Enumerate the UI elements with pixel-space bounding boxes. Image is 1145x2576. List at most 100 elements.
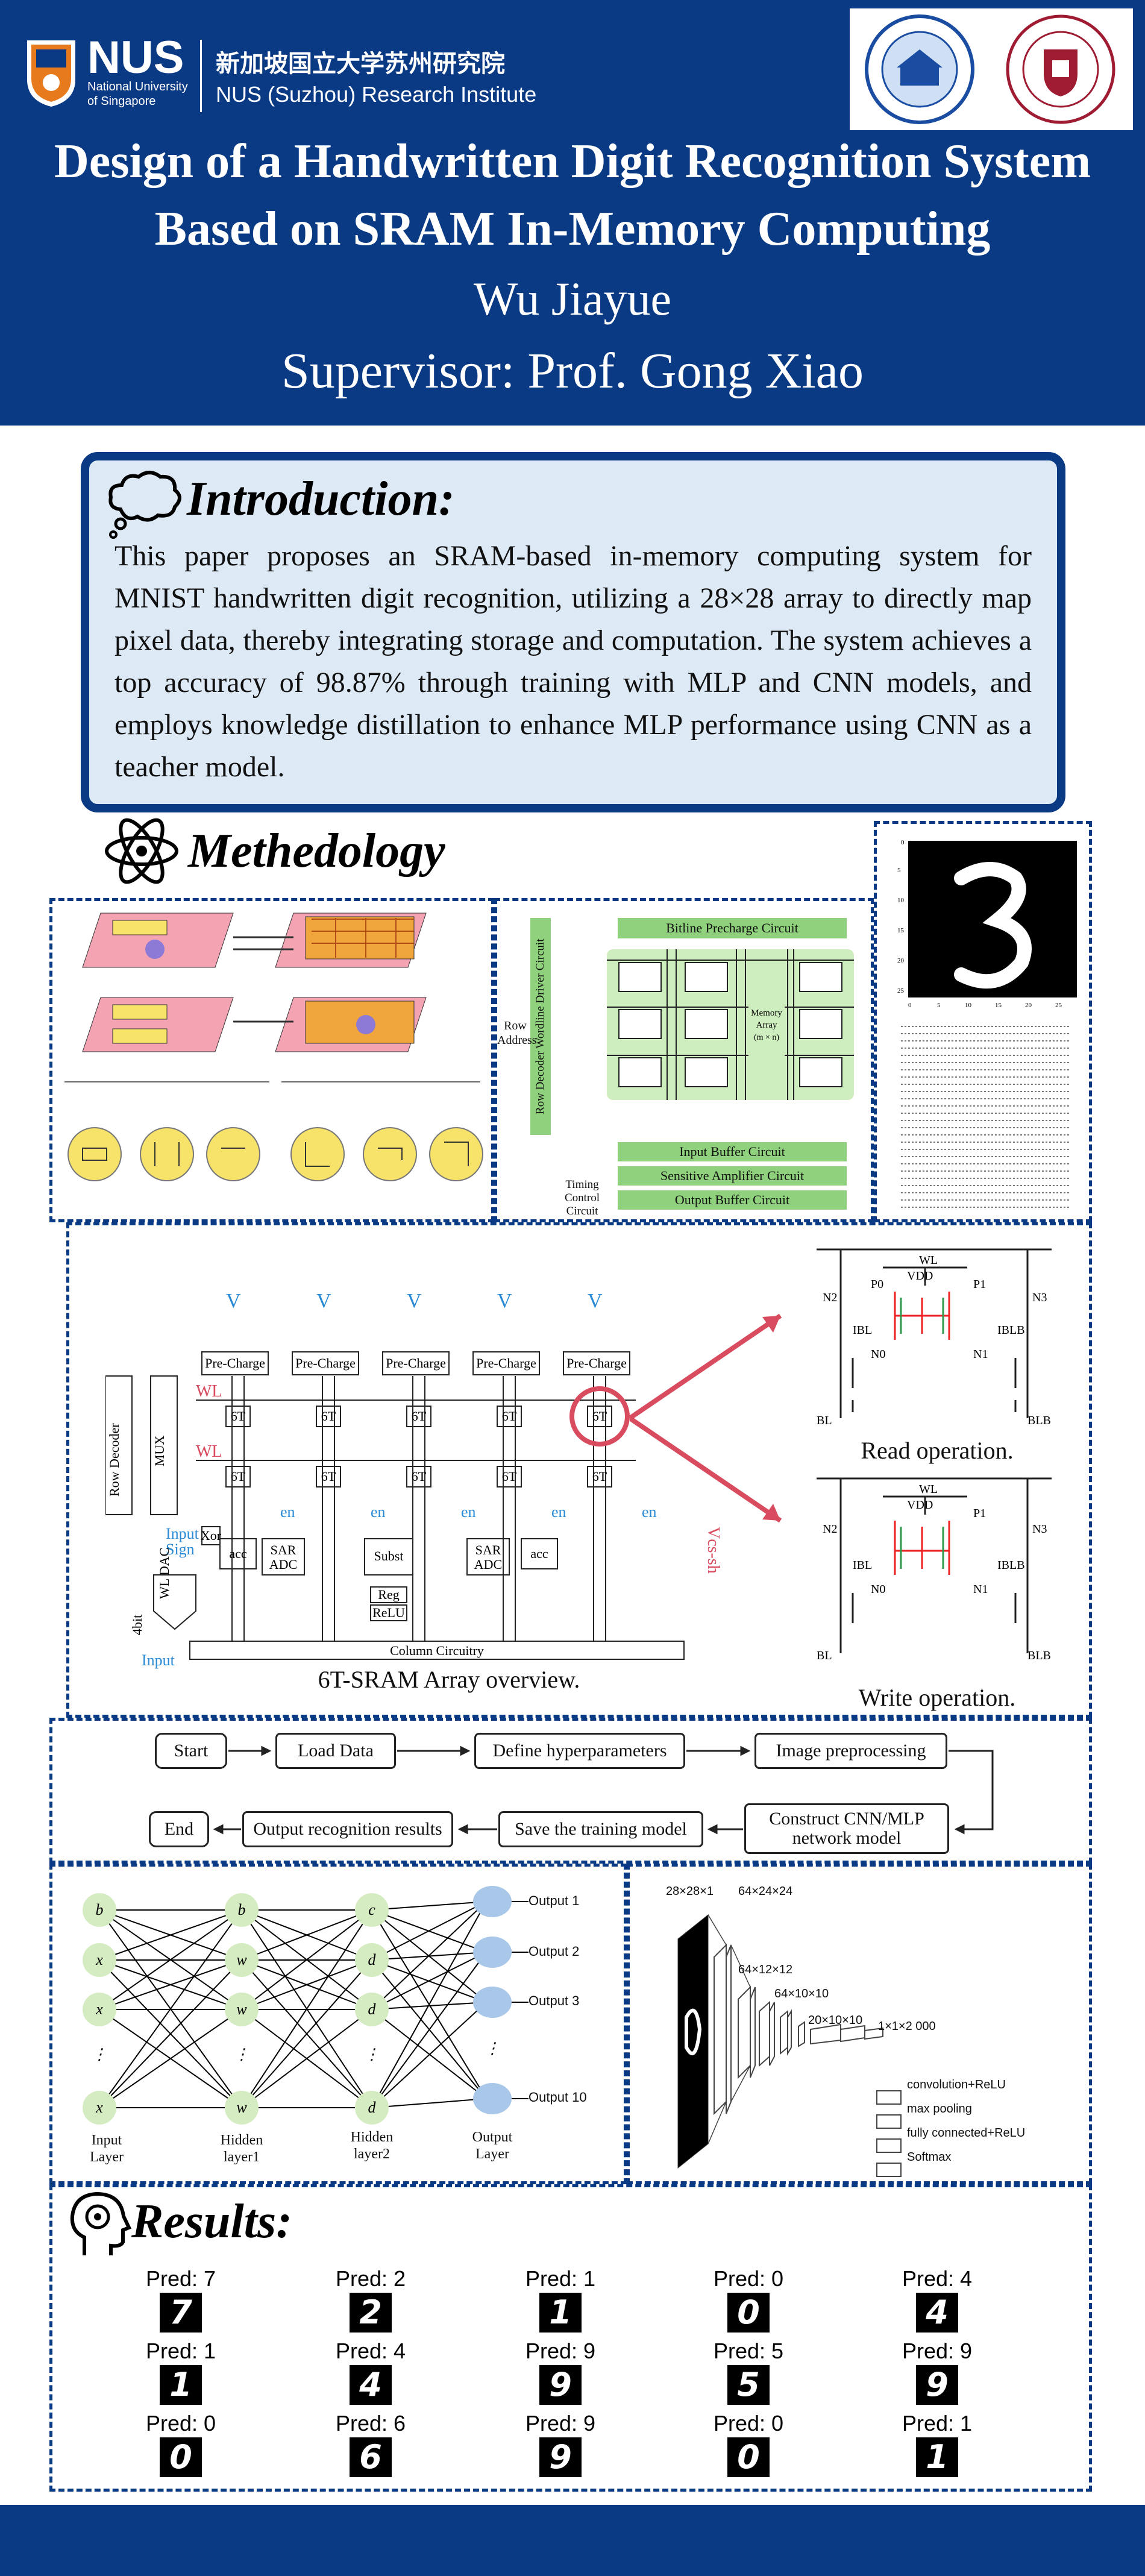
svg-text:20: 20 (1025, 1002, 1032, 1009)
svg-text:Row Decoder: Row Decoder (107, 1423, 122, 1497)
mnist-digit-image: 6 (350, 2437, 392, 2477)
svg-text:P1: P1 (973, 1507, 986, 1520)
svg-text:WL DAC: WL DAC (157, 1548, 172, 1599)
svg-text:SAR: SAR (271, 1542, 296, 1557)
mnist-digit-image: 9 (539, 2365, 582, 2405)
footer-banner (0, 2505, 1145, 2576)
flow-image-preprocessing: Image preprocessing (754, 1733, 947, 1769)
head-gear-icon (70, 2191, 132, 2255)
pixel-binary-matrix (901, 1026, 1070, 1208)
svg-text:⋮: ⋮ (234, 2046, 249, 2063)
svg-text:Array: Array (756, 1020, 777, 1030)
svg-text:10: 10 (897, 897, 905, 904)
memory-array-label: Memory (751, 1008, 782, 1018)
panel-results (49, 2184, 1092, 2492)
svg-text:N0: N0 (871, 1348, 885, 1361)
cnn-dim-pool1: 64×12×12 (738, 1963, 793, 1976)
svg-text:en: en (280, 1503, 295, 1521)
svg-text:IBLB: IBLB (997, 1324, 1025, 1337)
svg-text:BLB: BLB (1027, 1414, 1051, 1427)
row-address-label: Row Address (497, 1019, 537, 1047)
svg-text:w: w (236, 2000, 247, 2018)
svg-text:WL: WL (196, 1442, 222, 1461)
prediction-label: Pred: 9 (902, 2339, 973, 2363)
svg-text:BL: BL (817, 1649, 832, 1662)
svg-text:5: 5 (897, 867, 901, 874)
svg-text:N3: N3 (1032, 1291, 1047, 1304)
row-decoder-block (530, 918, 551, 1135)
svg-text:en: en (461, 1503, 476, 1521)
svg-text:b: b (238, 1901, 246, 1918)
svg-text:Pre-Charge: Pre-Charge (205, 1356, 265, 1371)
prediction-label: Pred: 0 (713, 2411, 784, 2436)
mnist-digit-image: 4 (350, 2365, 392, 2405)
mlp-input-layer-label: Input Layer (90, 2132, 124, 2165)
mnist-digit-image: 1 (539, 2293, 582, 2333)
svg-text:b: b (96, 1901, 104, 1918)
svg-text:P1: P1 (973, 1278, 986, 1291)
svg-text:x: x (95, 2099, 103, 2116)
panel-training-flowchart: Start Load Data Define hyperparameters I… (49, 1718, 1092, 1864)
svg-text:acc: acc (530, 1546, 548, 1561)
introduction-body: This paper proposes an SRAM-based in-mem… (114, 540, 1032, 783)
svg-text:5: 5 (937, 1002, 941, 1009)
svg-text:V: V (226, 1290, 241, 1312)
prediction-label: Pred: 0 (713, 2266, 784, 2291)
svg-text:20: 20 (897, 957, 905, 964)
svg-text:6T: 6T (231, 1409, 246, 1424)
svg-text:(m × n): (m × n) (754, 1033, 779, 1042)
svg-text:N2: N2 (823, 1522, 837, 1536)
cnn-dim-input: 28×28×1 (666, 1885, 714, 1898)
svg-text:Pre-Charge: Pre-Charge (476, 1356, 536, 1371)
cnn-diagram (677, 1914, 902, 2177)
flow-save-model: Save the training model (498, 1811, 703, 1847)
flow-arrows (213, 1745, 994, 1835)
institute-en: NUS (Suzhou) Research Institute (216, 82, 537, 107)
svg-text:4bit: 4bit (130, 1615, 145, 1635)
header-banner: NUS National University of Singapore 新加坡… (0, 0, 1145, 426)
svg-text:N3: N3 (1032, 1522, 1047, 1536)
svg-text:IBL: IBL (853, 1559, 872, 1572)
svg-text:25: 25 (897, 987, 905, 994)
institute-cn: 新加坡国立大学苏州研究院 (216, 50, 505, 78)
prediction-label: Pred: 5 (713, 2339, 784, 2363)
memory-array-block: Memory Array (m × n) (607, 949, 854, 1100)
svg-text:SAR: SAR (475, 1542, 501, 1557)
svg-text:V: V (316, 1290, 331, 1312)
cnn-legend-fc: fully connected+ReLU (907, 2126, 1026, 2140)
prediction-label: Pred: 4 (335, 2339, 406, 2363)
svg-text:Xor: Xor (201, 1528, 222, 1543)
poster-title-line2: Based on SRAM In-Memory Computing (154, 203, 991, 256)
mnist-digit-image: 0 (727, 2437, 770, 2477)
nus-sub1: National University (87, 80, 188, 93)
svg-text:V: V (588, 1290, 603, 1312)
svg-text:acc: acc (229, 1546, 247, 1561)
timing-control-label: Timing Control Circuit (564, 1178, 600, 1217)
panel-cnn-architecture: 28×28×1 64×24×24 64×12×12 64×10×10 20×10… (627, 1864, 1092, 2184)
write-operation-caption: Write operation. (858, 1684, 1016, 1711)
svg-text:15: 15 (897, 927, 905, 934)
output-buffer-block: Output Buffer Circuit (618, 1190, 847, 1210)
cnn-legend-pool: max pooling (907, 2102, 972, 2116)
svg-text:MUX: MUX (152, 1436, 167, 1466)
supervisor-name: Supervisor: Prof. Gong Xiao (281, 343, 864, 399)
mlp-output-10: Output 10 (529, 2090, 587, 2105)
mnist-digit-image: 4 (916, 2293, 958, 2333)
methodology-heading: Methedology (188, 825, 445, 878)
svg-text:⋮: ⋮ (92, 2046, 107, 2063)
svg-text:P0: P0 (871, 1278, 883, 1291)
poster-title-line1: Design of a Handwritten Digit Recognitio… (54, 135, 1091, 188)
nus-wordmark: NUS (87, 32, 184, 83)
mlp-output-2: Output 2 (529, 1944, 580, 1959)
mnist-digit-image: 1 (916, 2437, 958, 2477)
mnist-digit-image: 1 (160, 2365, 202, 2405)
svg-text:6T: 6T (231, 1469, 246, 1484)
flow-load-data: Load Data (275, 1733, 396, 1769)
input-buffer-block: Input Buffer Circuit (618, 1142, 847, 1161)
mlp-output-1: Output 1 (529, 1893, 580, 1908)
svg-text:x: x (95, 2000, 103, 2018)
bitline-precharge-block: Bitline Precharge Circuit (618, 918, 847, 938)
